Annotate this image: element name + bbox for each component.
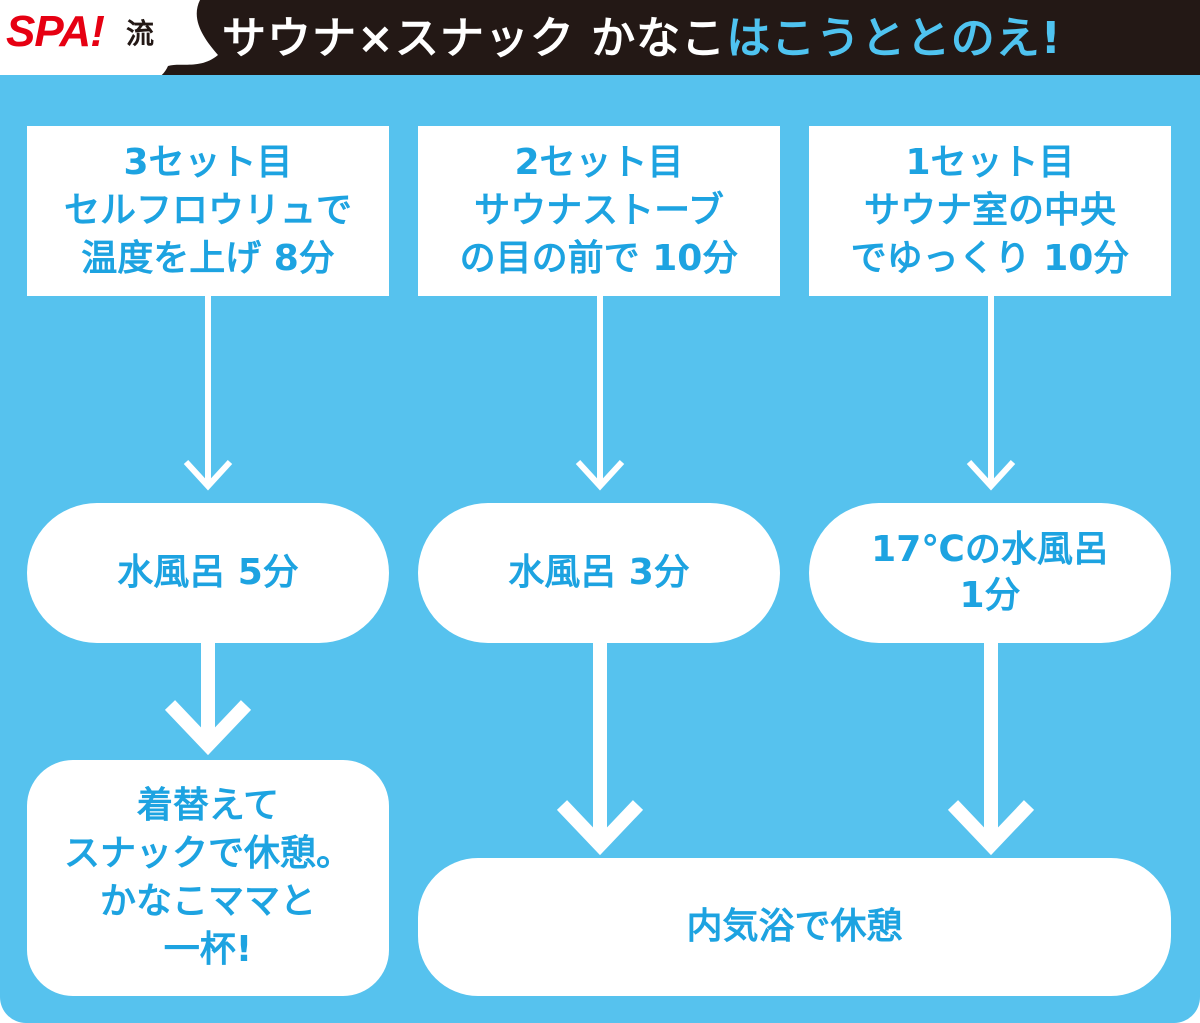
spa-cloud-badge <box>0 0 218 99</box>
snack-rest-box: 着替えて スナックで休憩。 かなこママと 一杯! <box>27 760 389 996</box>
cold-bath-5min-pill: 水風呂 5分 <box>27 503 389 643</box>
spa-logo-suffix: 流 <box>126 17 155 50</box>
spa-logo: SPA! <box>6 7 105 56</box>
title-main: サウナ×スナック かなこ <box>222 13 727 64</box>
step-set3-box: 3セット目 セルフロウリュで 温度を上げ 8分 <box>27 126 389 296</box>
cold-bath-3min-pill: 水風呂 3分 <box>418 503 780 643</box>
step-set2-box: 2セット目 サウナストーブ の目の前で 10分 <box>418 126 780 296</box>
step-set1-box: 1セット目 サウナ室の中央 でゆっくり 10分 <box>809 126 1171 296</box>
cold-bath-1min-pill: 17℃の水風呂 1分 <box>809 503 1171 643</box>
page-title: サウナ×スナック かなこはこうととのえ! <box>222 10 1062 68</box>
outdoor-rest-box: 内気浴で休憩 <box>418 858 1171 996</box>
title-accent: はこうととのえ! <box>726 13 1062 64</box>
